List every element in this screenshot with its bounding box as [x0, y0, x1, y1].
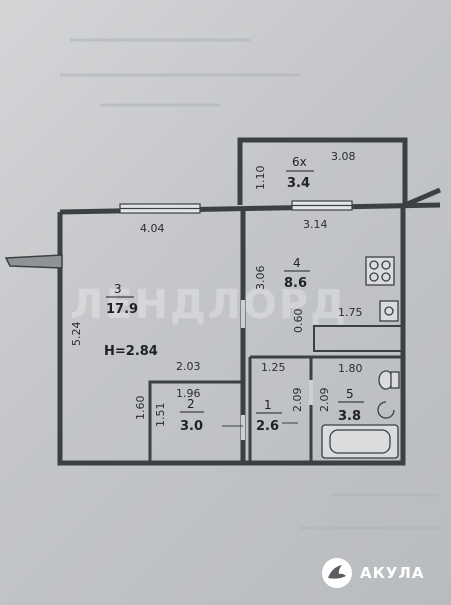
- dim-balcony-width: 3.08: [331, 150, 356, 163]
- toilet-icon: [378, 370, 400, 390]
- room-1-area: 2.6: [256, 419, 279, 434]
- paper-texture: [60, 38, 440, 530]
- room-1-number: 1: [264, 398, 272, 412]
- sink-icon: [379, 300, 399, 322]
- dim-kitchen-width: 3.14: [303, 218, 328, 231]
- room-2-number: 2: [187, 397, 195, 411]
- room-4-area: 8.6: [284, 276, 307, 291]
- room-6-number: 6х: [292, 155, 307, 169]
- dim-bath-width: 1.80: [338, 362, 363, 375]
- dim-corridor-depth: 2.09: [291, 388, 304, 413]
- room-2-area: 3.0: [180, 419, 203, 434]
- dim-kitchen-niche: 0.60: [292, 309, 305, 334]
- dim-bath-left: 2.09: [318, 388, 331, 413]
- ceiling-height: H=2.84: [104, 344, 158, 359]
- balcony-wall: [237, 137, 408, 205]
- watermark-text: ЛЕНДЛОРД: [70, 282, 348, 328]
- shark-logo-icon: [322, 558, 352, 588]
- door-gaps: [241, 300, 313, 440]
- windows: [119, 200, 353, 214]
- dim-kitchen-depth: 3.06: [254, 266, 267, 291]
- stove-icon: [365, 256, 395, 286]
- room-6-area: 3.4: [287, 176, 310, 191]
- dim-closet-top: 2.03: [176, 360, 201, 373]
- room-5-area: 3.8: [338, 409, 361, 424]
- dim-corridor-width: 1.25: [261, 361, 286, 374]
- room-3-number: 3: [114, 282, 122, 296]
- brand-name: АКУЛА: [360, 564, 425, 582]
- inner-walls: [148, 325, 404, 465]
- dim-balcony-depth: 1.10: [254, 166, 267, 191]
- outer-wall: [57, 205, 406, 466]
- bathtub-icon: [321, 424, 399, 459]
- top-wall: [59, 202, 441, 215]
- dim-closet-left: 1.60: [134, 396, 147, 421]
- dim-living-width: 4.04: [140, 222, 165, 235]
- room-3-area: 17.9: [106, 302, 138, 317]
- left-wall-stub: [4, 254, 63, 269]
- dim-living-depth: 5.24: [70, 322, 83, 347]
- leader-lines: [222, 422, 298, 427]
- room-4-number: 4: [293, 256, 301, 270]
- washbasin-icon: [377, 401, 395, 419]
- fraction-bars: [106, 170, 364, 414]
- dim-closet-depth: 1.51: [154, 403, 167, 428]
- dim-closet-width: 1.96: [176, 387, 201, 400]
- brand-badge: АКУЛА: [322, 558, 425, 588]
- dim-kitchen-counter: 1.75: [338, 306, 363, 319]
- room-5-number: 5: [346, 387, 354, 401]
- top-wall-ext: [404, 187, 441, 208]
